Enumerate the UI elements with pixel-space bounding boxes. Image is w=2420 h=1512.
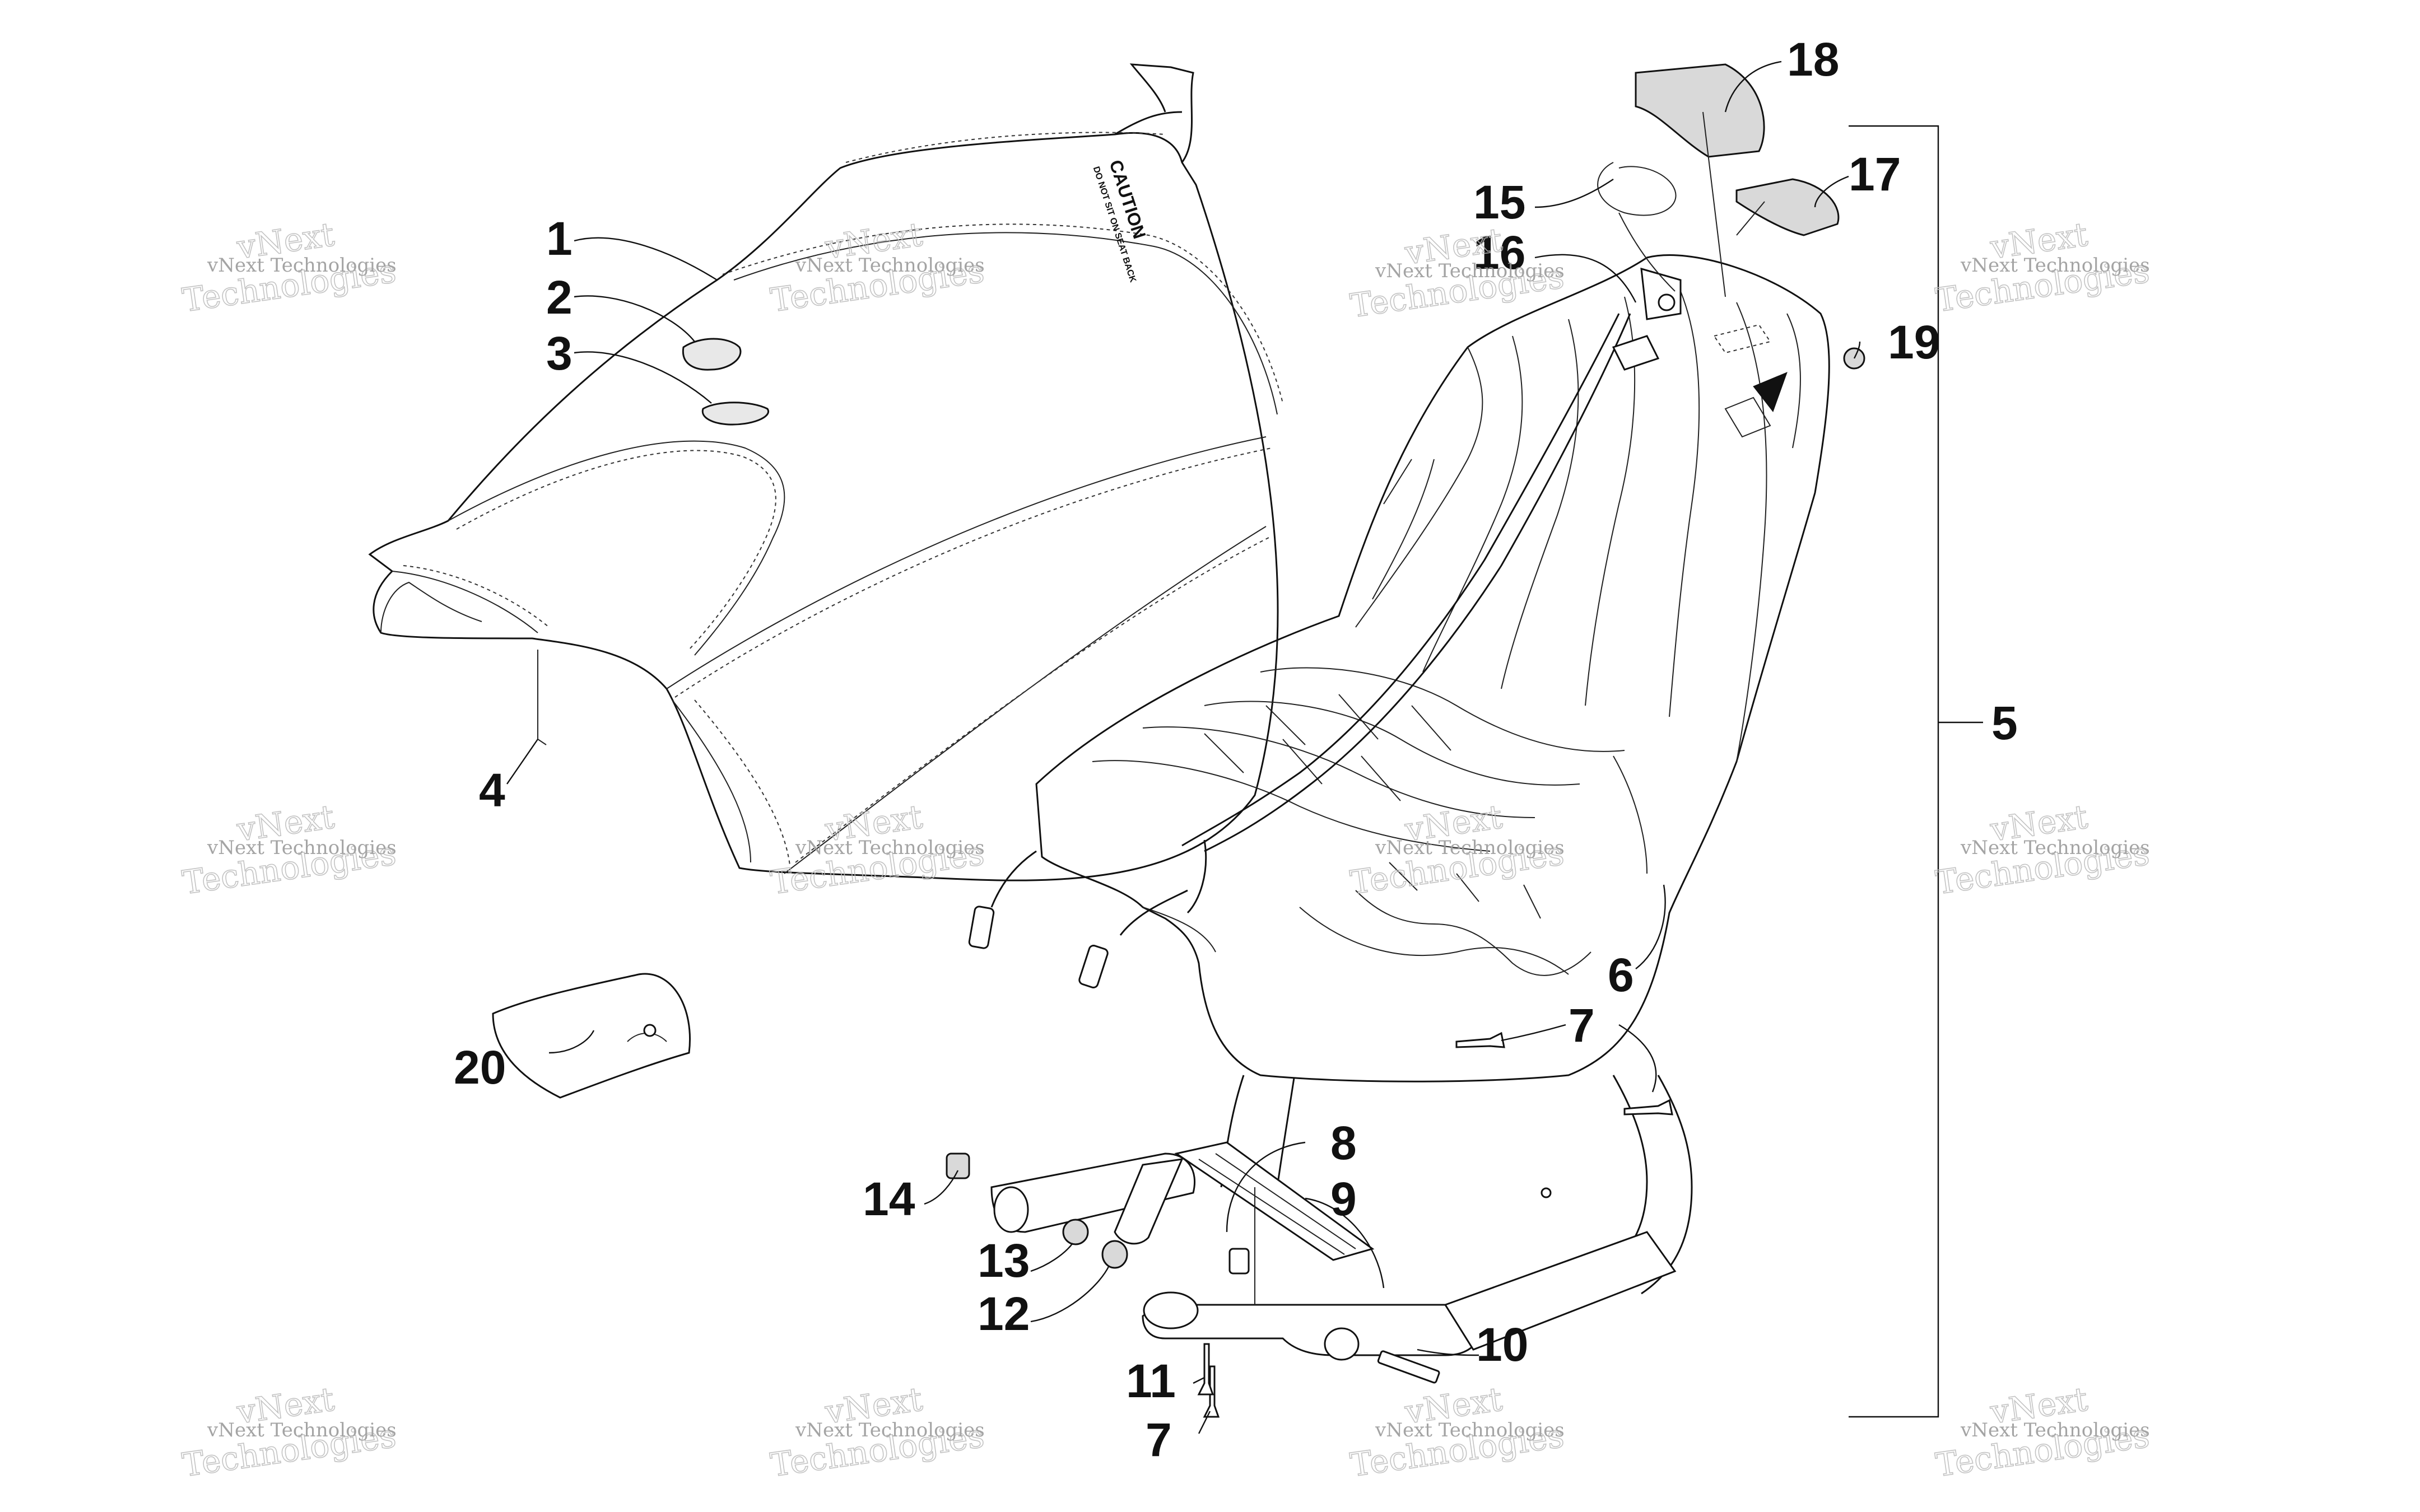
clip-15 xyxy=(1597,162,1677,216)
cable-end-left xyxy=(968,906,995,949)
watermark-text: vNext Technologies xyxy=(795,1419,985,1441)
pad-20 xyxy=(492,973,691,1099)
callout-8: 8 xyxy=(1330,1117,1357,1169)
nut-12 xyxy=(1101,1240,1128,1269)
watermark-text: vNext Technologies xyxy=(207,1419,397,1441)
callout-11: 11 xyxy=(1126,1355,1176,1407)
callout-3: 3 xyxy=(546,327,573,380)
cap-14 xyxy=(946,1152,970,1179)
watermark-text: vNext Technologies xyxy=(1375,837,1565,859)
watermark-text: vNext Technologies xyxy=(795,254,985,277)
seat-base xyxy=(968,254,1830,1082)
bracket-17 xyxy=(1735,178,1840,236)
callout-16: 16 xyxy=(1473,226,1525,279)
rivet-7a xyxy=(1455,1032,1505,1048)
seat-patch-2 xyxy=(682,338,742,371)
hardware xyxy=(946,63,1865,1418)
seat-cushion: CAUTION DO NOT SIT ON SEAT BACK xyxy=(368,63,1283,881)
callout-7-lower: 7 xyxy=(1146,1413,1172,1466)
rivet-11 xyxy=(1197,1343,1214,1396)
watermark-text: vNext Technologies xyxy=(207,254,397,277)
assembly-bracket-5 xyxy=(1849,125,1983,1418)
callout-10: 10 xyxy=(1476,1318,1528,1371)
callout-17: 17 xyxy=(1849,148,1901,200)
callout-15: 15 xyxy=(1473,176,1525,228)
callout-13: 13 xyxy=(978,1234,1030,1287)
cap-18 xyxy=(1635,63,1765,158)
watermark-text: vNext Technologies xyxy=(207,837,397,859)
watermark-text: vNext Technologies xyxy=(1375,260,1565,282)
callout-7-upper: 7 xyxy=(1569,999,1595,1052)
callout-12: 12 xyxy=(978,1287,1030,1340)
watermark-text: vNext Technologies xyxy=(1960,1419,2150,1441)
callout-14: 14 xyxy=(863,1173,915,1225)
rivet-7b xyxy=(1623,1099,1673,1116)
watermark-text: vNext Technologies xyxy=(1960,254,2150,277)
watermark-text: vNext Technologies xyxy=(795,837,985,859)
callout-20: 20 xyxy=(454,1041,506,1094)
callout-5: 5 xyxy=(1991,697,2018,749)
callout-1: 1 xyxy=(546,212,573,265)
callout-4: 4 xyxy=(479,764,505,816)
washer-13 xyxy=(1062,1219,1089,1245)
bolt-10 xyxy=(1377,1350,1440,1384)
callout-19: 19 xyxy=(1888,316,1940,368)
watermark-text: vNext Technologies xyxy=(1375,1419,1565,1441)
cable-end-right xyxy=(1078,945,1109,988)
watermark-text: vNext Technologies xyxy=(1960,837,2150,859)
callouts: 1 2 3 4 5 6 7 7 8 9 10 11 12 13 14 15 16… xyxy=(454,33,2018,1466)
callout-6: 6 xyxy=(1608,949,1634,1001)
callout-18: 18 xyxy=(1787,33,1839,86)
seat-patch-3 xyxy=(701,402,770,426)
callout-9: 9 xyxy=(1330,1173,1357,1225)
callout-2: 2 xyxy=(546,271,573,324)
leader-lines xyxy=(506,60,1861,1434)
